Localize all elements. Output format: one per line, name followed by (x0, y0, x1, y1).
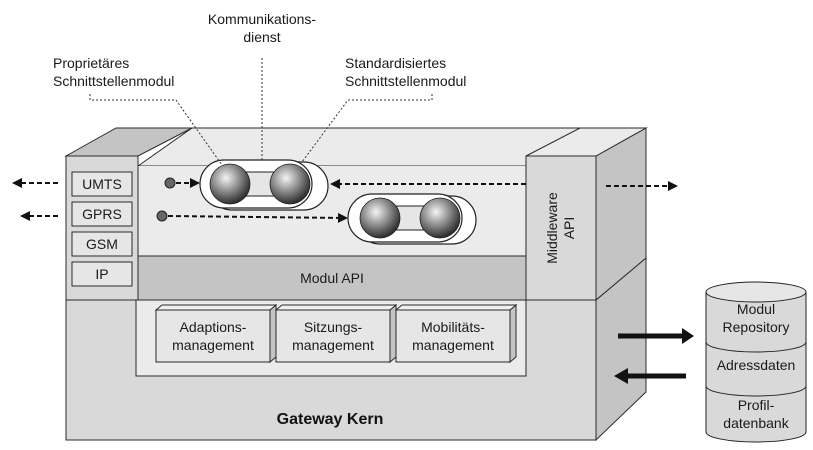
callout-labels: Kommunikations- dienst Proprietäres Schn… (53, 11, 466, 89)
manager-box-2 (395, 309, 511, 363)
manager-box-top (154, 304, 278, 311)
module-api-band (137, 255, 527, 301)
callout-line-proprietary (89, 94, 223, 166)
callout-lines (89, 58, 433, 166)
arrow-to-standard-module (167, 212, 348, 223)
manager-label-0-1: management (172, 337, 254, 353)
communication-capsule-upper (199, 159, 329, 211)
sphere-icon (359, 197, 401, 239)
protocol-label-umts: UMTS (82, 176, 122, 192)
callout-standardized-line2: Schnittstellenmodul (345, 73, 466, 89)
manager-box-side (509, 303, 517, 364)
protocol-box-gprs (71, 201, 133, 227)
callout-standardized-line1: Standardisiertes (345, 55, 446, 71)
db-address-label: Adressdaten (717, 357, 796, 373)
manager-label-0-0: Adaptions- (180, 319, 247, 335)
manager-boxes: Adaptions-management Sitzungs-management M… (154, 303, 518, 364)
sphere-icon (269, 163, 311, 205)
connector-dot (164, 177, 176, 189)
manager-box-top (274, 304, 398, 311)
protocol-box-ip (71, 261, 133, 287)
db-repository-line2: Repository (723, 319, 790, 335)
middleware-column (525, 127, 648, 302)
database-arrows (614, 328, 694, 384)
middleware-api-label: Middleware API (544, 192, 577, 264)
manager-box-side (269, 303, 277, 364)
manager-box-side (389, 303, 397, 364)
callout-proprietary-line1: Proprietäres (53, 55, 129, 71)
sphere-icon (419, 197, 461, 239)
callout-proprietary-line2: Schnittstellenmodul (53, 73, 174, 89)
protocol-label-ip: IP (95, 266, 108, 282)
dashed-arrows (12, 178, 678, 223)
gateway-core-label: Gateway Kern (277, 411, 384, 428)
callout-line-standardized (301, 94, 433, 163)
manager-label-1-0: Sitzungs- (304, 319, 363, 335)
database-cylinder (705, 281, 807, 443)
manager-label-2-1: management (412, 337, 494, 353)
protocol-label-gsm: GSM (86, 236, 118, 252)
manager-label-2-0: Mobilitäts- (421, 319, 485, 335)
middleware-api-line2: API (561, 217, 577, 240)
db-profile-line2: datenbank (723, 415, 789, 431)
connector-dot (156, 210, 168, 222)
callout-communication-line2: dienst (243, 29, 280, 45)
protocol-label-gprs: GPRS (82, 206, 122, 222)
db-profile-line1: Profil- (738, 397, 775, 413)
protocol-box-gsm (71, 231, 133, 257)
database-labels: Modul Repository Adressdaten Profil- dat… (717, 301, 796, 431)
communication-capsule-lower (347, 193, 477, 245)
manager-box-0 (155, 309, 271, 363)
manager-label-1-1: management (292, 337, 374, 353)
callout-communication-line1: Kommunikations- (208, 11, 316, 27)
module-api-label: Modul API (300, 270, 364, 286)
db-repository-line1: Modul (737, 301, 775, 317)
protocol-box-umts (71, 171, 133, 197)
protocol-boxes: UMTS GPRS GSM IP (71, 171, 133, 287)
manager-box-1 (275, 309, 391, 363)
middleware-api-line1: Middleware (544, 192, 560, 264)
sphere-icon (209, 163, 251, 205)
manager-box-top (394, 304, 518, 311)
